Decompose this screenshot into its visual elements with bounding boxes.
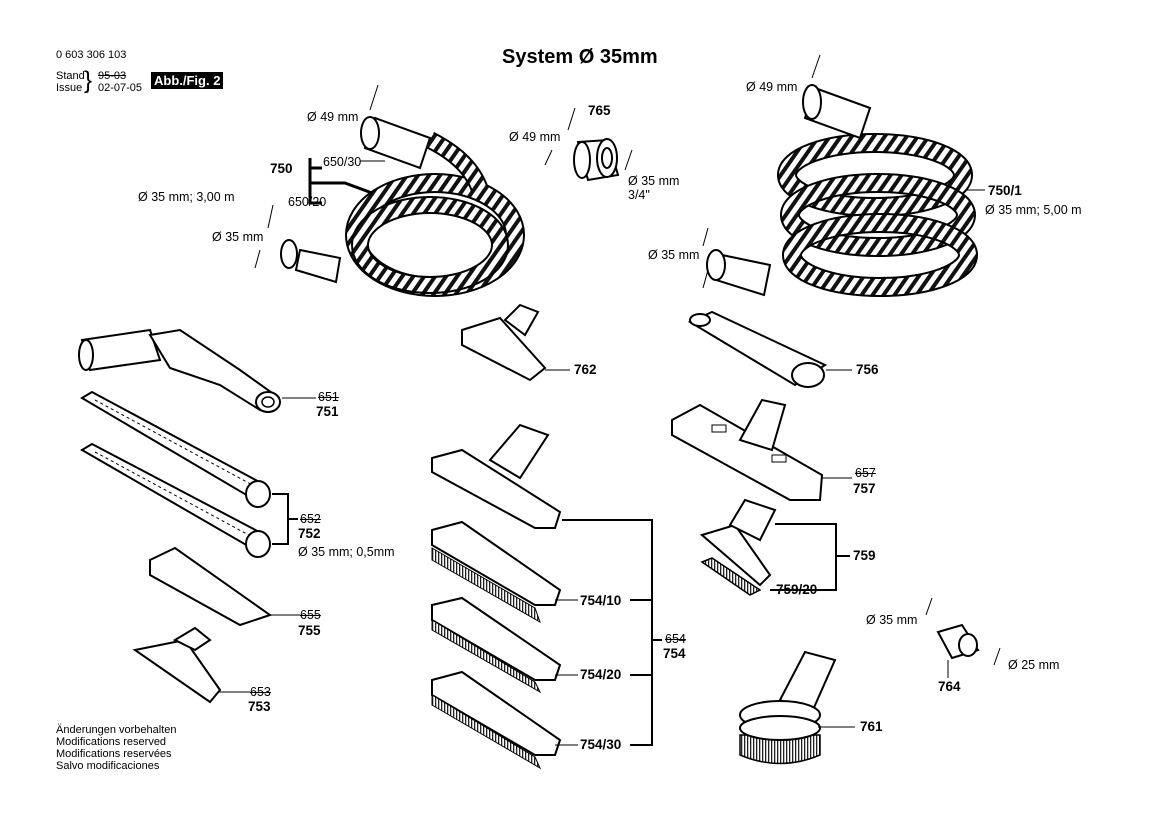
part-752: 752 — [298, 526, 321, 541]
hose-750-1-dia-large: Ø 49 mm — [746, 80, 798, 94]
hose-750-drawing — [254, 84, 525, 297]
part-754-old: 654 — [665, 632, 686, 646]
brace-icon: } — [84, 67, 93, 94]
part-764-dia-small: Ø 25 mm — [1008, 658, 1060, 672]
hose-750-1-dia-small: Ø 35 mm — [648, 248, 700, 262]
adapter-765-drawing — [544, 107, 633, 182]
part-759: 759 — [853, 548, 876, 563]
part-750: 750 — [270, 161, 293, 176]
footer-line: Modifications reserved — [56, 736, 167, 748]
adapter-764-drawing — [925, 597, 1001, 678]
part-761: 761 — [860, 719, 883, 734]
upholstery-753-drawing — [132, 626, 222, 704]
part-751: 751 — [316, 404, 339, 419]
floor-nozzle-757-drawing — [671, 398, 824, 501]
tube-756-drawing — [687, 310, 828, 388]
page-title: System Ø 35mm — [502, 46, 658, 68]
floor-nozzles-754-drawing — [431, 423, 562, 770]
part-765: 765 — [588, 103, 611, 118]
round-brush-761-drawing — [739, 650, 837, 765]
figure-badge: Abb./Fig. 2 — [151, 72, 224, 89]
stand-value: 95-03 — [98, 70, 127, 82]
part-751-old: 651 — [318, 390, 339, 404]
part-755: 755 — [298, 623, 321, 638]
adapter-765-dia-small: Ø 35 mm — [628, 174, 680, 188]
stand-label: Stand — [56, 70, 85, 82]
hose-750-dia-small: Ø 35 mm — [212, 230, 264, 244]
part-750-1: 750/1 — [988, 183, 1022, 198]
part-759-20: 759/20 — [776, 582, 818, 597]
document-number: 0 603 306 103 — [56, 49, 127, 61]
crevice-755-drawing — [149, 546, 273, 627]
hose-750-spec: Ø 35 mm; 3,00 m — [138, 190, 235, 204]
part-752-spec: Ø 35 mm; 0,5mm — [298, 545, 395, 559]
part-764: 764 — [938, 679, 961, 694]
adapter-765-thread: 3/4" — [628, 188, 650, 202]
adapter-765-dia-large: Ø 49 mm — [509, 130, 561, 144]
tubes-752-drawing — [80, 390, 271, 558]
variant-650-30: 650/30 — [323, 155, 362, 169]
nozzle-759-drawing — [699, 498, 777, 596]
part-756: 756 — [856, 362, 879, 377]
variant-650-20: 650/20 — [288, 195, 327, 209]
part-752-old: 652 — [300, 512, 321, 526]
issue-label: Issue — [56, 82, 83, 94]
part-754: 754 — [663, 646, 686, 661]
part-757-old: 657 — [855, 466, 876, 480]
elbow-751-drawing — [78, 328, 281, 413]
nozzle-762-drawing — [461, 303, 547, 382]
part-754-30: 754/30 — [580, 737, 622, 752]
part-754-20: 754/20 — [580, 667, 622, 682]
part-753: 753 — [248, 699, 271, 714]
part-764-dia-large: Ø 35 mm — [866, 613, 918, 627]
hose-750-1-spec: Ø 35 mm; 5,00 m — [985, 203, 1082, 217]
part-762: 762 — [574, 362, 597, 377]
part-753-old: 653 — [250, 685, 271, 699]
footer-line: Salvo modificaciones — [56, 760, 160, 772]
footer-line: Änderungen vorbehalten — [56, 724, 177, 736]
issue-value: 02-07-05 — [98, 82, 143, 94]
part-754-10: 754/10 — [580, 593, 622, 608]
part-755-old: 655 — [300, 608, 321, 622]
footer-line: Modifications reservées — [56, 748, 172, 760]
hose-750-dia-large: Ø 49 mm — [307, 110, 359, 124]
hose-750-1-drawing — [702, 54, 985, 297]
part-757: 757 — [853, 481, 876, 496]
